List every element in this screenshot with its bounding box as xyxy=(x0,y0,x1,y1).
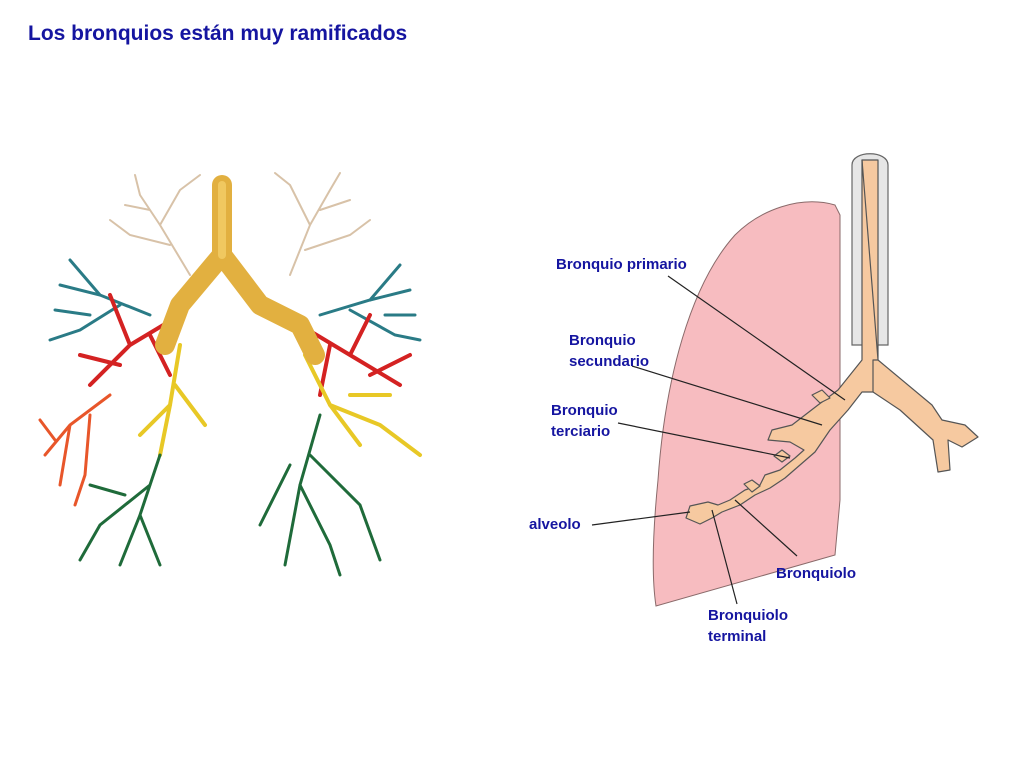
label-alveolo: alveolo xyxy=(529,516,581,533)
airway-tree xyxy=(685,159,979,525)
label-bronquiolo: Bronquiolo xyxy=(776,565,856,582)
label-bronquio-secundario: Bronquio secundario xyxy=(569,332,650,370)
label-bronquio-terciario: Bronquio terciario xyxy=(551,402,618,440)
leader-bronquio-secundario xyxy=(631,365,823,426)
leader-bronquio-primario xyxy=(667,275,846,401)
label-bronquiolo-terminal: Bronquiolo terminal xyxy=(708,607,788,645)
page-title: Los bronquios están muy ramificados xyxy=(28,22,408,45)
label-bronquio-primario: Bronquio primario xyxy=(556,256,687,273)
leader-bronquiolo-terminal xyxy=(711,509,738,605)
leader-alveolo xyxy=(591,511,691,526)
leader-bronquio-terciario xyxy=(617,422,791,459)
bronchial-cast-image xyxy=(38,172,422,577)
leader-bronquiolo xyxy=(734,499,798,557)
